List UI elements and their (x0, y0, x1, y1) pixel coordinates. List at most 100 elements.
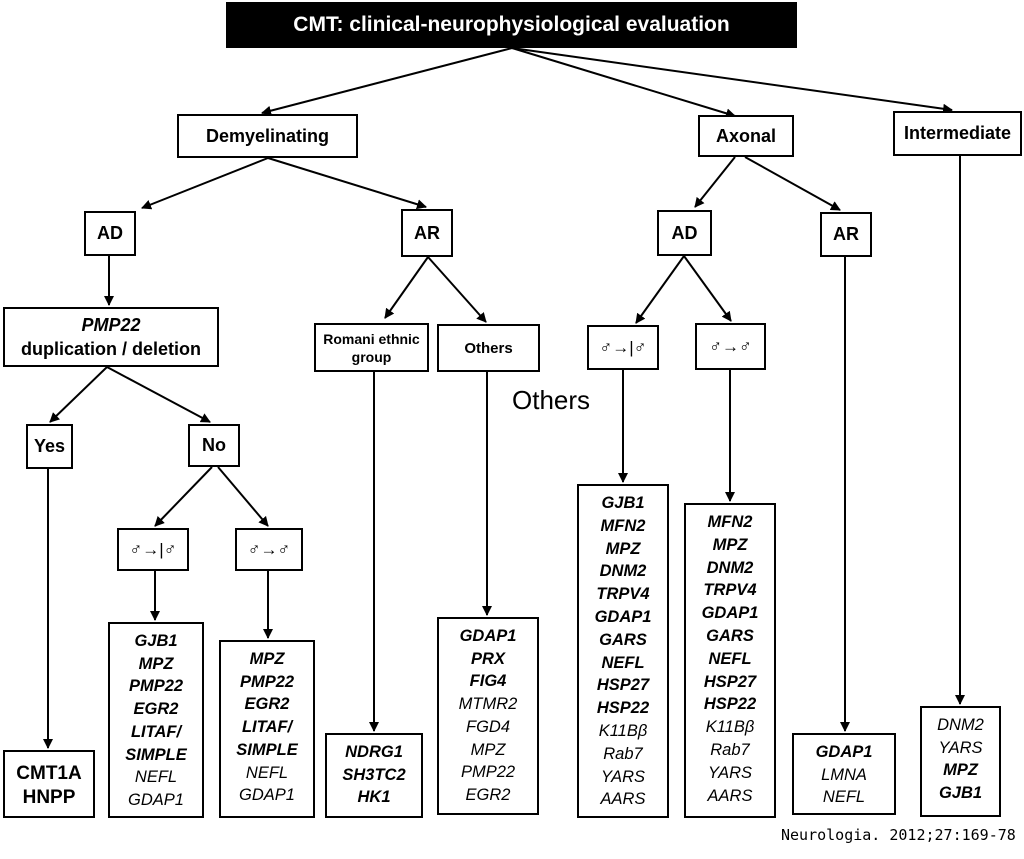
gene-item: Rab7 (710, 740, 750, 759)
gene-item: GJB1 (134, 632, 178, 650)
dem-ad-label: AD (97, 223, 123, 243)
gene-item: HSP22 (703, 695, 757, 714)
symbol-text: ♂→♂ (709, 336, 752, 356)
edge-title-demyelinating (261, 47, 513, 116)
gene-item: TRPV4 (596, 585, 650, 604)
edge-ar-others (427, 256, 487, 323)
edge-dem-ar (267, 157, 427, 210)
no-label: No (202, 435, 226, 455)
gene-item: EGR2 (244, 695, 290, 714)
gene-item: YARS (707, 763, 753, 782)
male-to-male-ax: ♂→♂ (695, 323, 766, 370)
gene-item: PRX (471, 649, 505, 668)
gene-item: GDAP1 (128, 790, 184, 809)
gene-item: DNM2 (706, 558, 754, 577)
dem-ar-label: AR (414, 222, 440, 243)
pmp22-node: PMP22 duplication / deletion (3, 307, 219, 367)
gene-item: FGD4 (465, 717, 510, 736)
ax-ar-node: AR (820, 212, 872, 257)
citation: Neurologia. 2012;27:169-78 (781, 826, 1016, 844)
gene-item: MPZ (138, 654, 174, 673)
gene-item: LMNA (821, 765, 867, 784)
gene-item: MPZ (470, 740, 506, 759)
gene-item: K11Bβ (705, 718, 755, 737)
gene-item: K11Bβ (598, 721, 648, 740)
gene-item: GARS (599, 630, 647, 649)
male-to-male-blocked-ax: ♂→|♂ (587, 325, 659, 370)
gene-item: PMP22 (460, 763, 516, 782)
edge-title-axonal (511, 47, 736, 119)
gene-item: GDAP1 (815, 743, 873, 761)
gene-item: PMP22 (239, 672, 295, 691)
gene-item: AARS (707, 786, 753, 805)
demyelinating-node: Demyelinating (177, 114, 358, 158)
gene-item: NEFL (822, 788, 866, 807)
male-to-male-blocked-dem: ♂→|♂ (117, 528, 189, 571)
edge-axad-blocked (635, 255, 685, 324)
gene-item: MFN2 (600, 516, 646, 535)
gene-item: MPZ (249, 650, 285, 668)
no-node: No (188, 424, 240, 467)
others-floating-text: Others (512, 385, 591, 415)
yes-node: Yes (26, 424, 73, 469)
gene-item: HNPP (22, 787, 76, 808)
edge-no-blocked (154, 466, 213, 527)
gene-item: PMP22 (128, 677, 184, 696)
intermediate-label: Intermediate (903, 123, 1012, 143)
edge-title-intermediate (511, 47, 953, 114)
gene-item: MPZ (943, 761, 978, 780)
others-label: Others (464, 339, 513, 357)
gene-item: GDAP1 (459, 627, 517, 645)
edge-axad-male (683, 255, 732, 322)
edge-axonal-ar (744, 156, 841, 211)
gene-item: MPZ (712, 535, 748, 554)
gene-item: GDAP1 (239, 786, 295, 805)
edge-no-male (217, 466, 269, 527)
gene-item: LITAF/ (130, 722, 182, 741)
ax-ad-label: AD (671, 222, 698, 243)
symbol-text: ♂→|♂ (599, 337, 647, 357)
gene-item: NEFL (601, 653, 645, 672)
pmp22-gene: PMP22 (81, 315, 141, 335)
gene-item: NEFL (134, 768, 178, 787)
edge-ar-romani (384, 256, 429, 319)
demyelinating-label: Demyelinating (205, 125, 330, 146)
gene-item: HSP27 (596, 676, 650, 695)
male-to-male-dem: ♂→♂ (235, 528, 303, 571)
axonal-node: Axonal (698, 115, 794, 157)
gene-item: SIMPLE (125, 745, 187, 764)
yes-label: Yes (33, 436, 66, 456)
romani-node: Romani ethnic group (314, 323, 429, 372)
gene-item: MPZ (605, 539, 641, 558)
edge-pmp22-no (106, 366, 211, 423)
symbol-text: ♂→|♂ (129, 539, 177, 559)
gene-item: HSP27 (703, 672, 757, 691)
edge-dem-ad (141, 157, 269, 210)
gene-item: MFN2 (707, 513, 753, 531)
axonal-label: Axonal (715, 125, 776, 146)
gene-item: DNM2 (599, 562, 647, 581)
gene-item: TRPV4 (703, 581, 757, 600)
gene-item: YARS (938, 738, 983, 757)
gene-item: GJB1 (938, 784, 983, 803)
gene-item: EGR2 (465, 785, 511, 804)
gene-item: HSP22 (596, 699, 650, 718)
gene-item: LITAF/ (241, 718, 293, 737)
ax-ad-node: AD (657, 210, 712, 256)
gene-item: GJB1 (601, 494, 645, 512)
gene-item: HK1 (357, 788, 391, 807)
gene-item: AARS (600, 790, 646, 809)
title-box: CMT: clinical-neurophysiological evaluat… (226, 2, 797, 48)
gene-item: FIG4 (469, 672, 507, 691)
gene-item: NEFL (245, 763, 289, 782)
dem-ad-node: AD (84, 211, 136, 256)
